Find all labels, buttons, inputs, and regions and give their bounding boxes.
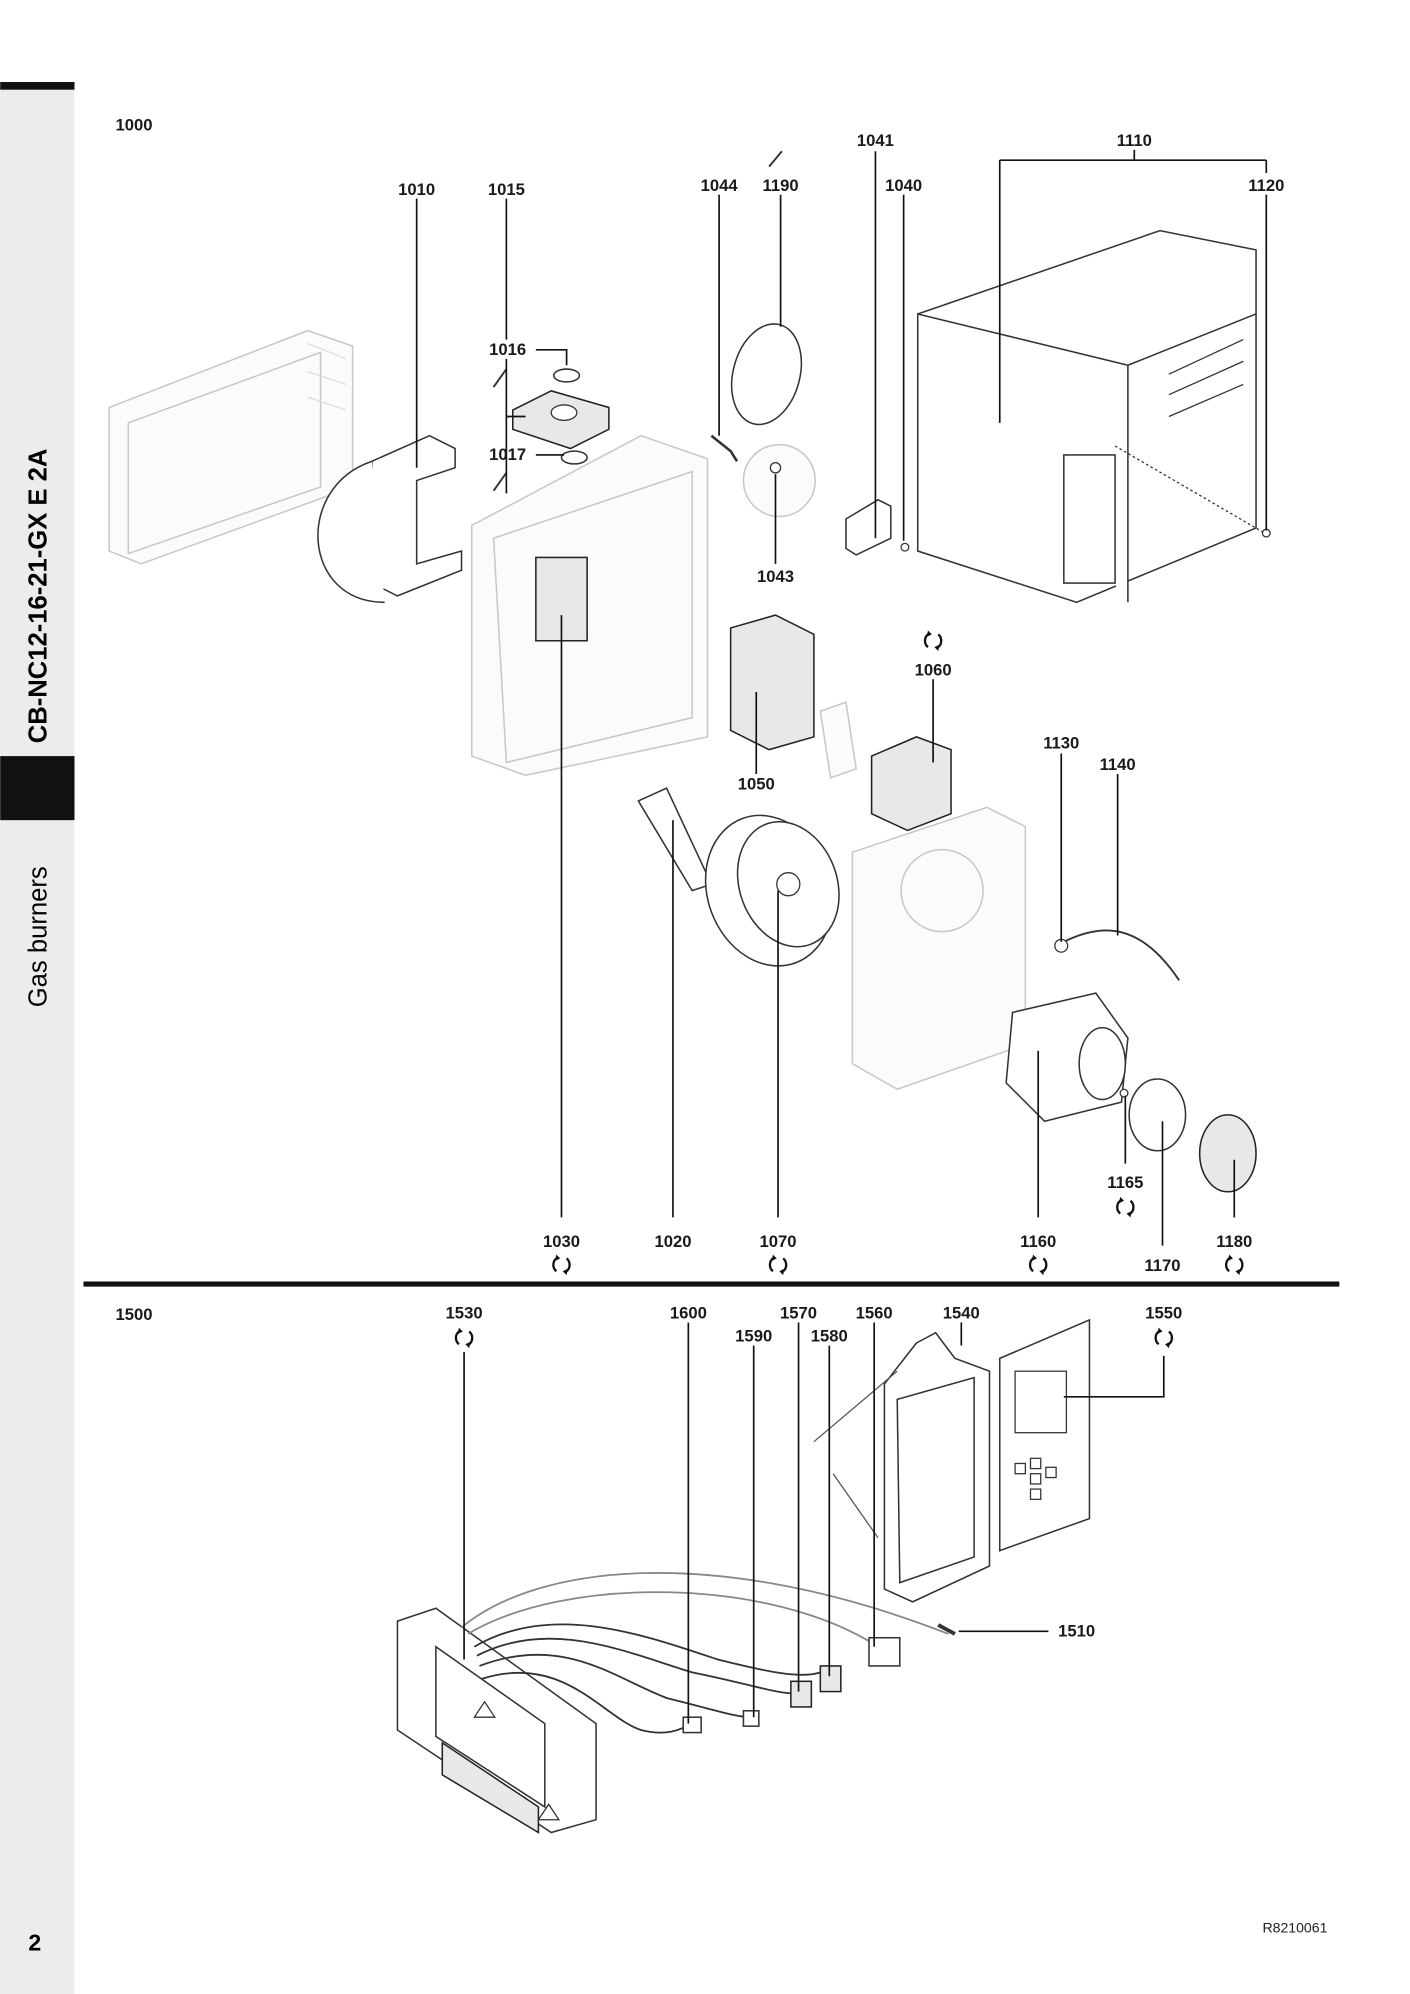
label-1070: 1070 xyxy=(760,1232,797,1251)
group-label-1500: 1500 xyxy=(116,1305,153,1324)
label-1550: 1550 xyxy=(1145,1304,1182,1323)
part-1510-sensor xyxy=(937,1623,956,1636)
label-1560: 1560 xyxy=(856,1304,893,1323)
rotate-icon-1060 xyxy=(923,629,943,653)
part-1530-control-unit xyxy=(396,1607,597,1834)
label-1570: 1570 xyxy=(780,1304,817,1323)
housing-rear-faint xyxy=(108,329,354,565)
rotate-icon-1550 xyxy=(1154,1326,1174,1350)
label-1580: 1580 xyxy=(811,1327,848,1346)
sidebar-category: Gas burners xyxy=(24,866,52,1007)
label-1060: 1060 xyxy=(915,660,952,679)
label-1017: 1017 xyxy=(489,445,526,464)
rotate-icon-1030 xyxy=(552,1253,571,1277)
part-1540-frame xyxy=(813,1331,991,1603)
part-1050-air-damper xyxy=(729,614,815,751)
label-1165: 1165 xyxy=(1107,1173,1143,1192)
rotate-icon-1180 xyxy=(1224,1253,1244,1277)
label-1041: 1041 xyxy=(857,131,894,150)
label-1120: 1120 xyxy=(1248,176,1284,195)
label-1110: 1110 xyxy=(1117,131,1152,150)
label-1540: 1540 xyxy=(943,1304,980,1323)
label-1530: 1530 xyxy=(446,1304,483,1323)
label-1590: 1590 xyxy=(735,1327,772,1346)
part-1180-nozzle xyxy=(1198,1114,1257,1193)
leader-lines-top xyxy=(415,149,1268,1246)
rotate-icon-1160 xyxy=(1028,1253,1048,1277)
label-1015: 1015 xyxy=(488,180,525,199)
part-1140-cable xyxy=(1063,929,1180,981)
part-1015-flange xyxy=(492,368,610,492)
sidebar-model: CB-NC12-16-21-GX E 2A xyxy=(24,449,52,744)
part-1570-connector xyxy=(790,1680,813,1708)
label-1180: 1180 xyxy=(1216,1232,1252,1251)
part-1020-plate xyxy=(637,787,713,892)
part-1600-connector xyxy=(682,1716,702,1734)
section-divider xyxy=(83,1281,1340,1287)
rotate-icon-1165 xyxy=(1116,1195,1135,1219)
sidebar-black-tab xyxy=(0,756,75,821)
sidebar-top-bar xyxy=(0,82,75,90)
label-1510: 1510 xyxy=(1058,1621,1095,1640)
rotate-icon-1070 xyxy=(768,1253,788,1277)
part-1190-o-ring xyxy=(730,323,803,426)
label-1190: 1190 xyxy=(763,176,799,195)
sidebar: CB-NC12-16-21-GX E 2A Gas burners xyxy=(0,82,75,1994)
rotate-icon-1530 xyxy=(454,1326,474,1350)
label-1016: 1016 xyxy=(489,340,526,359)
part-1044-electrode xyxy=(710,434,739,463)
label-1044: 1044 xyxy=(701,176,739,195)
part-1170-ring xyxy=(1128,1078,1187,1152)
part-1041-bracket xyxy=(845,498,892,556)
label-1600: 1600 xyxy=(670,1304,707,1323)
part-1060-actuator xyxy=(870,736,952,832)
label-1020: 1020 xyxy=(654,1232,691,1251)
fan-housing-faint xyxy=(470,434,709,777)
part-1010-air-duct xyxy=(317,434,463,604)
label-1043: 1043 xyxy=(757,567,794,586)
sidebar-band xyxy=(0,87,75,1994)
diagram-top: 1000 xyxy=(108,116,1284,1277)
part-1590-connector xyxy=(742,1710,760,1727)
plate-hole-faint xyxy=(900,848,984,933)
label-1010: 1010 xyxy=(398,180,435,199)
label-1040: 1040 xyxy=(885,176,922,195)
part-1165-screw xyxy=(1119,1088,1129,1098)
wrench-icon xyxy=(768,150,783,168)
leader-lines-bottom xyxy=(463,1322,1165,1724)
diagram-bottom: 1500 xyxy=(116,1304,1182,1834)
part-1550-display-panel xyxy=(998,1318,1091,1552)
part-1110-cover xyxy=(916,229,1271,604)
label-1130: 1130 xyxy=(1043,733,1079,752)
group-label-1000: 1000 xyxy=(116,116,153,135)
plate-faint xyxy=(819,701,858,779)
part-1040-screw xyxy=(900,542,910,552)
document-code: R8210061 xyxy=(1262,1919,1327,1935)
part-1070-fan-wheel xyxy=(704,814,840,967)
part-1580-connector xyxy=(819,1665,842,1693)
label-1050: 1050 xyxy=(738,774,775,793)
label-1160: 1160 xyxy=(1020,1232,1056,1251)
part-1160-motor xyxy=(1005,992,1129,1123)
part-1043-diffuser-faint xyxy=(742,443,816,518)
label-1140: 1140 xyxy=(1100,755,1136,774)
label-1170: 1170 xyxy=(1144,1256,1180,1275)
page-number: 2 xyxy=(28,1929,41,1955)
label-1030: 1030 xyxy=(543,1232,580,1251)
